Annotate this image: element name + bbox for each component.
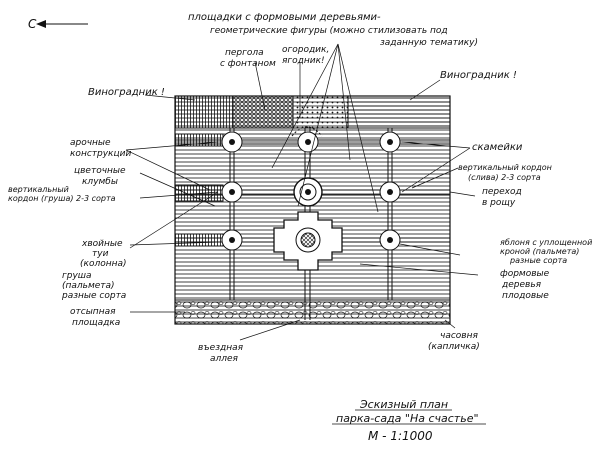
gravel-platform (174, 299, 451, 325)
label-pergola-2: с фонтаном (220, 59, 276, 69)
central-fountain (273, 211, 343, 271)
label-pear-2: (пальмета) (62, 281, 115, 291)
label-conifer-1: хвойные (81, 239, 123, 249)
label-apple-2: кроной (пальмета) (500, 247, 579, 256)
label-pear-3: разные сорта (61, 291, 126, 301)
label-top-1: площадки с формовыми деревьями- (188, 12, 381, 23)
label-conifer-2: туи (92, 249, 109, 259)
compass-letter: С (28, 17, 37, 31)
label-apple-3: разные сорта (509, 256, 567, 265)
label-vineyard-right: Виноградник ! (440, 70, 517, 81)
plan-title-2: парка-сада "На счастье" (336, 412, 479, 425)
label-vert-left-1: вертикальный (8, 185, 69, 194)
label-garden-2: ягодник! (282, 56, 325, 66)
pergola-arc (291, 126, 323, 137)
label-formal-2: деревья (501, 280, 542, 290)
label-entry-1: въездная (198, 343, 244, 353)
label-chapel-1: часовня (440, 331, 478, 341)
plan-scale: М - 1:1000 (368, 429, 433, 443)
bench-circles (221, 131, 401, 251)
label-vineyard-left: Виноградник ! (88, 87, 165, 98)
vegetable-garden-bed (292, 95, 349, 129)
label-pear-1: груша (62, 271, 92, 281)
label-top-3: заданную тематику) (380, 38, 478, 48)
label-benches: скамейки (472, 142, 523, 153)
label-arch-1: арочные (70, 138, 111, 148)
label-gravel-2: площадка (72, 318, 120, 328)
label-chapel-2: (капличка) (428, 342, 480, 352)
label-top-2: геометрические фигуры (можно стилизовать… (210, 26, 448, 36)
label-gravel-1: отсыпная (70, 307, 116, 317)
annotations: площадки с формовыми деревьями- геометри… (8, 12, 592, 443)
label-formal-3: плодовые (502, 291, 549, 301)
label-flower-1: цветочные (74, 166, 126, 176)
arch-trellis-3 (174, 233, 224, 247)
arrow-head-icon (36, 20, 46, 28)
label-garden-1: огородик, (282, 45, 329, 55)
vineyard-right-bed (347, 95, 451, 129)
garden-plan (174, 43, 451, 325)
plan-title-1: Эскизный план (359, 398, 448, 411)
label-vert-right-1: вертикальный кордон (458, 163, 552, 172)
label-vert-left-2: кордон (груша) 2-3 сорта (8, 194, 116, 203)
label-flower-2: клумбы (82, 177, 118, 187)
label-transition-2: в рощу (482, 198, 516, 208)
vineyard-left-bed (174, 95, 234, 129)
label-entry-2: аллея (210, 354, 239, 364)
label-conifer-3: (колонна) (80, 259, 127, 269)
north-arrow: С (28, 17, 88, 31)
label-transition-1: переход (482, 187, 522, 197)
label-apple-1: яблоня с уплощенной (500, 238, 592, 247)
label-formal-1: формовые (500, 269, 550, 279)
label-arch-2: конструкции (70, 149, 131, 159)
leader-lines (125, 61, 479, 341)
label-pergola-1: пергола (225, 48, 264, 58)
label-vert-right-2: (слива) 2-3 сорта (468, 173, 541, 182)
